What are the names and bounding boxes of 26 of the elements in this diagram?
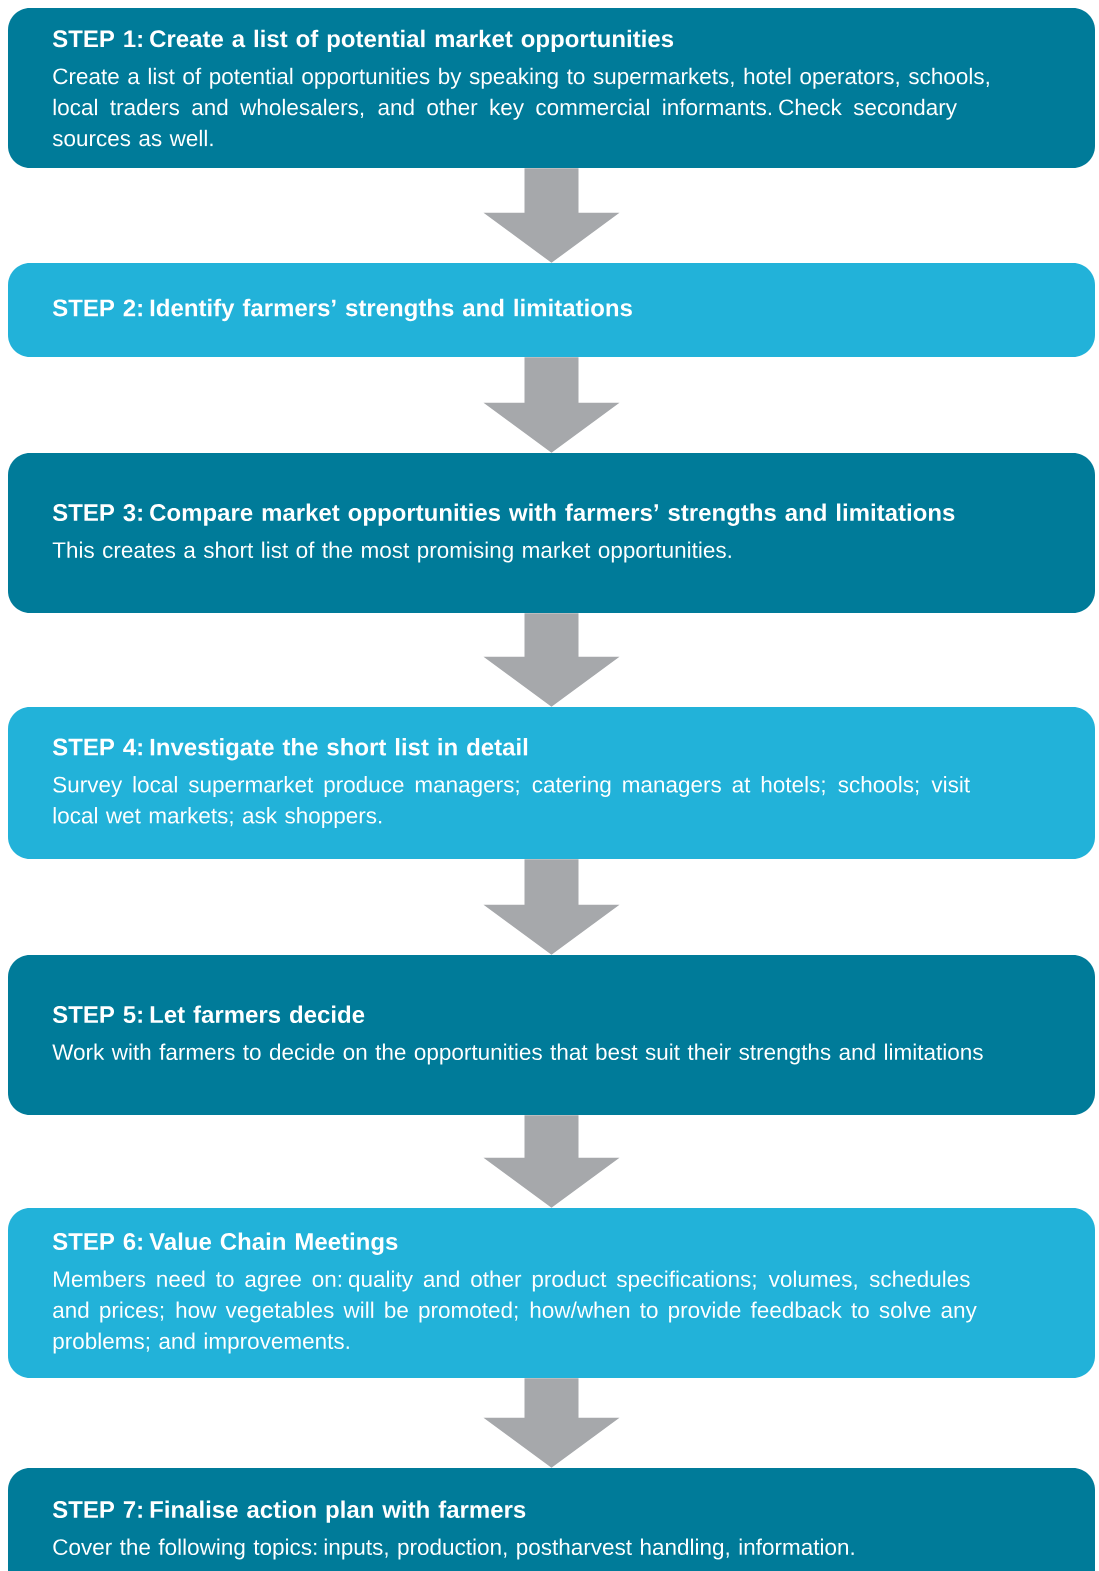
arrow (483, 1378, 620, 1468)
step-box (8, 1468, 1095, 1571)
arrow (483, 859, 620, 955)
step-box (8, 263, 1095, 357)
step-heading: STEP 7: Finalise action plan with farmers (52, 1500, 526, 1523)
step-description: Create a list of potential opportunities by speaking to supermarkets, hotel operators, schools, local traders and wholesalers, and other key commercial informants. Check secondary sources as well. (52, 67, 989, 147)
step-description: Cover the following topics: inputs, production, postharvest handling, information. (53, 1538, 854, 1560)
arrow (483, 357, 620, 453)
step-heading: STEP 3: Compare market opportunities with farmers’ strengths and limitations (52, 503, 955, 526)
step-heading: STEP 4: Investigate the short list in detail (52, 738, 528, 761)
step-box (8, 453, 1095, 613)
step-box (8, 707, 1095, 859)
step-description: This creates a short list of the most promising market opportunities. (52, 541, 731, 563)
step-description: Work with farmers to decide on the opportunities that best suit their strengths and limitations (52, 1043, 983, 1065)
step-box (8, 1208, 1095, 1378)
step-description: Members need to agree on: quality and other product specifications; volumes, schedules and prices; how vegetables will be promoted; how/when to provide feedback to solve any problems; and improvements. (53, 1270, 977, 1354)
step-box (8, 955, 1095, 1115)
step-heading: STEP 6: Value Chain Meetings (52, 1232, 398, 1255)
arrow (483, 1115, 620, 1208)
step-description: Survey local supermarket produce managers; catering managers at hotels; schools; visit local wet markets; ask shoppers. (53, 776, 970, 829)
arrow (483, 613, 620, 707)
step-heading: STEP 1: Create a list of potential market opportunities (52, 29, 674, 53)
step-heading: STEP 2: Identify farmers’ strengths and limitations (52, 298, 632, 322)
arrow (483, 168, 620, 263)
step-box (8, 8, 1095, 168)
step-heading: STEP 5: Let farmers decide (52, 1005, 365, 1024)
